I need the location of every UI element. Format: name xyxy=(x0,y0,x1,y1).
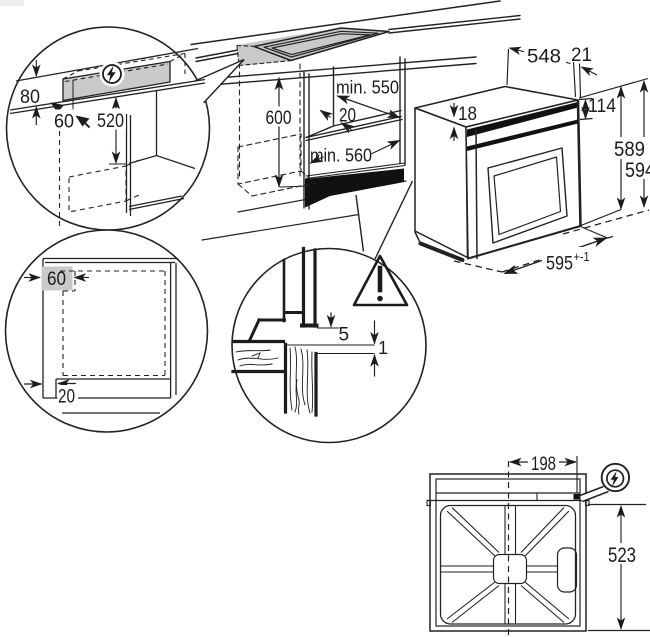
svg-text:5: 5 xyxy=(339,325,350,346)
svg-text:20: 20 xyxy=(58,386,75,408)
svg-text:595: 595 xyxy=(546,253,573,275)
svg-text:80: 80 xyxy=(20,86,40,108)
svg-text:114: 114 xyxy=(588,95,616,117)
svg-text:min. 560: min. 560 xyxy=(310,145,372,166)
svg-text:594: 594 xyxy=(625,159,650,182)
svg-text:60: 60 xyxy=(47,268,66,290)
svg-text:548: 548 xyxy=(527,46,561,68)
svg-text:20: 20 xyxy=(339,105,356,127)
svg-text:523: 523 xyxy=(608,544,636,567)
svg-text:21: 21 xyxy=(571,44,592,66)
svg-text:1: 1 xyxy=(378,338,388,358)
svg-text:600: 600 xyxy=(266,107,292,129)
svg-text:18: 18 xyxy=(458,103,477,125)
svg-text:60: 60 xyxy=(54,111,74,133)
svg-text:+-1: +-1 xyxy=(574,250,590,264)
svg-text:520: 520 xyxy=(97,110,124,132)
svg-text:589: 589 xyxy=(614,138,645,161)
svg-text:198: 198 xyxy=(531,453,556,475)
svg-text:min. 550: min. 550 xyxy=(336,77,399,98)
